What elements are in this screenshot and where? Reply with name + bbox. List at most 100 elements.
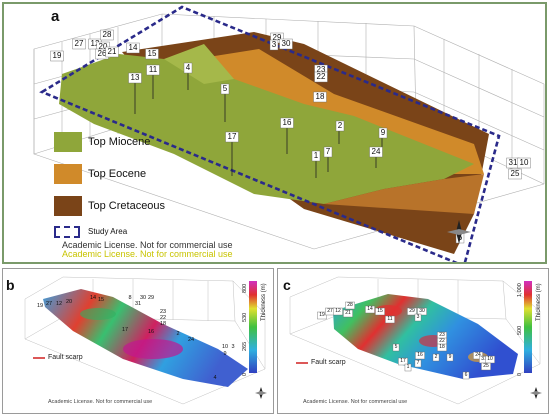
fault-scarp-label: Fault scarp (311, 359, 346, 366)
well-tag: 24 (473, 351, 483, 360)
well-tag: 9 (378, 127, 388, 139)
well-id: 23 (317, 65, 326, 74)
compass-a (447, 220, 471, 244)
well-tag: 5 (220, 83, 230, 95)
well-id: 19 (53, 51, 62, 60)
well-tag: 19 (50, 50, 64, 62)
well-tag: 24 (369, 146, 383, 158)
thickness-high-b (123, 339, 183, 359)
well-tag: 15 (98, 297, 104, 303)
well-id: 29 (409, 308, 415, 314)
legend-label: Study Area (88, 227, 128, 236)
well-id: 14 (129, 43, 138, 52)
well-id: 9 (223, 351, 226, 357)
well-tag: 17 (122, 327, 128, 333)
well-id: 9 (381, 128, 386, 137)
well-id: 12 (91, 39, 100, 48)
license-text: Academic License. Not for commercial use (48, 399, 153, 405)
colorbar-c (524, 281, 532, 373)
swatch-study-area (54, 226, 80, 238)
well-id: 5 (223, 84, 228, 93)
legend-label: Top Eocene (88, 168, 147, 180)
compass-b (255, 387, 267, 399)
well-id: 30 (140, 295, 146, 301)
well-id: 4 (213, 375, 216, 381)
well-id: 7 (326, 147, 331, 156)
well-id: 14 (90, 295, 96, 301)
well-tag: 15 (145, 48, 159, 60)
well-id: 20 (99, 42, 108, 51)
well-tag: 16 (148, 329, 154, 335)
well-id: 18 (439, 344, 445, 350)
well-id: 8 (128, 295, 131, 301)
well-tag: 24 (188, 337, 194, 343)
well-id: 16 (283, 118, 292, 127)
well-id: 10 (487, 356, 493, 362)
well-id: 31 (481, 356, 487, 362)
surface-top-miocene (59, 54, 474, 204)
well-id: 4 (186, 63, 191, 72)
well-id: 25 (511, 169, 520, 178)
panel-a-canvas (33, 5, 545, 262)
well-tag: 25 (508, 168, 522, 180)
well-id: 19 (319, 312, 325, 318)
panel-c-label: c (283, 277, 291, 293)
well-id: 13 (131, 73, 140, 82)
well-tag: 16 (280, 117, 294, 129)
surface-top-miocene-ridge (164, 44, 234, 84)
well-id: 21 (345, 310, 351, 316)
well-id: 5 (395, 344, 398, 350)
well-tag: 18 (437, 343, 447, 352)
well-tag: 2 (432, 353, 440, 362)
well-id: 21 (108, 47, 117, 56)
well-id: 28 (347, 302, 353, 308)
well-id: 6 (465, 372, 468, 378)
well-id: 31 (135, 301, 141, 307)
well-id: 30 (419, 308, 425, 314)
well-tag: 29 (407, 307, 417, 316)
well-id: 23 (160, 309, 166, 315)
well-id: 30 (282, 39, 291, 48)
well-tag: 29 (148, 295, 154, 301)
well-id: 16 (417, 352, 423, 358)
well-tag: 27 (46, 301, 52, 307)
well-tag: 2 (176, 331, 179, 337)
well-id: 17 (122, 327, 128, 333)
well-id: 11 (149, 65, 158, 74)
well-tag: 4 (183, 62, 193, 74)
fault-scarp-label: Fault scarp (48, 354, 83, 361)
well-tag: 7 (323, 146, 333, 158)
well-tag: 1 (404, 363, 412, 372)
well-tag: 10 (517, 157, 531, 169)
well-tag: 5 (392, 343, 400, 352)
well-id: 27 (327, 308, 333, 314)
well-tag: 13 (128, 72, 142, 84)
well-id: 2 (435, 354, 438, 360)
swatch-top-cretaceous (54, 196, 82, 216)
well-tag: 19 (37, 303, 43, 309)
well-tag: 14 (90, 295, 96, 301)
well-tag: 19 (317, 311, 327, 320)
well-tag: 8 (128, 295, 131, 301)
well-tag: 18 (160, 321, 166, 327)
well-tag: 23 (160, 309, 166, 315)
well-tag: 9 (223, 351, 226, 357)
well-id: 15 (98, 297, 104, 303)
well-id: 15 (377, 308, 383, 314)
well-id: 2 (176, 331, 179, 337)
well-id: 23 (439, 332, 445, 338)
license-text-echo: Academic License. Not for commercial use (62, 249, 233, 259)
well-tag: 31 (135, 301, 141, 307)
well-id: 25 (483, 363, 489, 369)
well-id: 18 (160, 321, 166, 327)
well-tag: 14 (365, 305, 375, 314)
swatch-top-eocene (54, 164, 82, 184)
well-tag: 11 (385, 315, 395, 324)
well-id: 28 (103, 30, 112, 39)
well-tag: 22 (160, 315, 166, 321)
well-tag: 20 (66, 299, 72, 305)
legend-label: Top Miocene (88, 136, 151, 148)
well-tag: 15 (375, 307, 385, 316)
